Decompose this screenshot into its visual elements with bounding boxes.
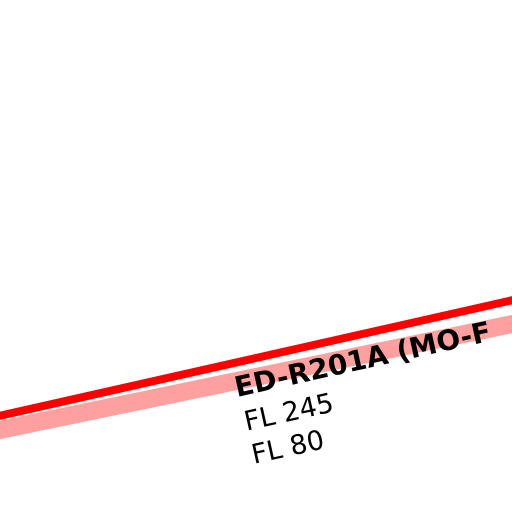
airspace-name: ED-R201A (MO-F [231, 315, 494, 404]
restricted-area-boundary [0, 296, 512, 420]
restricted-area-inner-band [0, 314, 512, 440]
airspace-label: ED-R201A (MO-F FL 245 FL 80 [231, 315, 494, 471]
